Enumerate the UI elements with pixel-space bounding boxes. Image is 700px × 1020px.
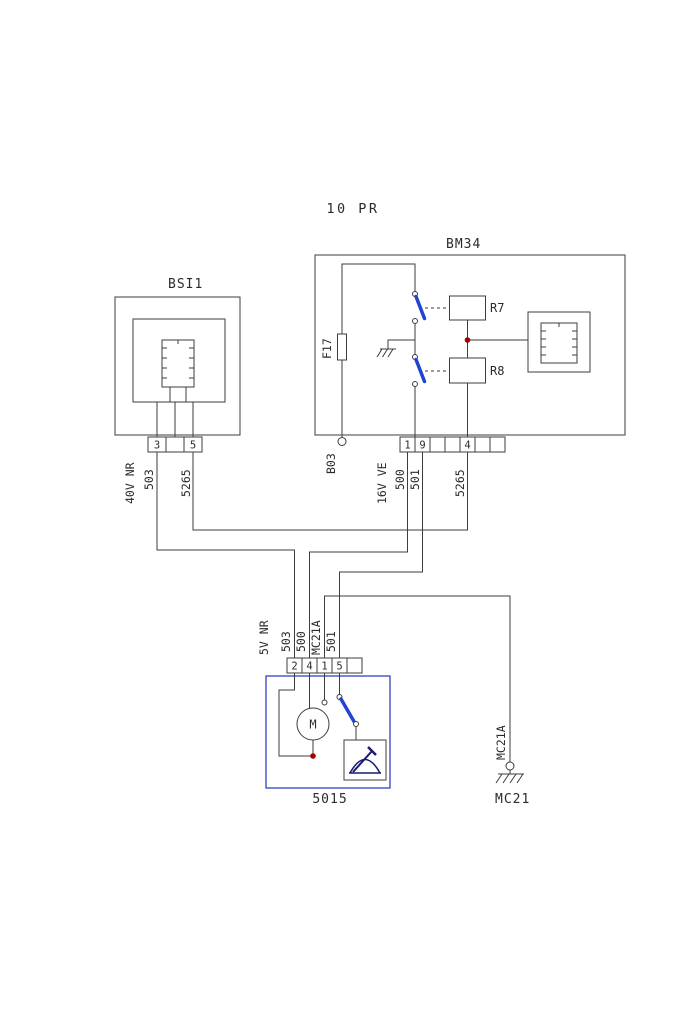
bsi1-inner-box [132,318,226,403]
bm34-title: BM34 [446,237,481,252]
relay-r7-contact [412,291,450,324]
wire-500 [309,452,408,658]
bm34-pin-1: 1 [404,440,410,452]
junction-dot-bm34 [464,337,471,343]
wire-mc21a [324,595,511,762]
bsi1-pin-3: 3 [154,440,160,452]
internal-ground-symbol [376,339,415,358]
ground-title: MC21 [495,792,530,807]
junction-dot-motor [310,753,316,759]
bsi1-pin-leads [156,402,194,437]
fuse-f17: F17 [320,263,416,437]
terminal-b03-label: B03 [324,453,338,474]
wiper-icon [343,739,387,781]
bsi1-wire-503-label: 503 [142,469,156,490]
harness-wires [156,452,511,762]
bm34-outer-box [314,254,626,436]
motor-component-box [265,675,391,789]
motor-wire-spec-label: 5V NR [257,620,271,655]
bm34-unit: BM34 F17 [314,237,626,504]
motor-pin-1: 1 [321,661,327,673]
ground-symbol [495,770,524,784]
motor-pin-2: 2 [291,661,297,673]
terminal-b03: B03 [324,437,347,474]
motor-internals: M [278,673,387,781]
motor-wire-503-label: 503 [279,631,293,652]
ground-wire-label: MC21A [494,725,508,760]
section-label: 10 PR [326,201,379,217]
bm34-wire-501-label: 501 [408,469,422,490]
wire-5265 [192,452,468,531]
bm34-pin-9: 9 [419,440,425,452]
motor-pin-4: 4 [306,661,312,673]
bsi1-connector: 3 5 [147,436,203,453]
ground-terminal-circle [505,761,515,771]
bsi1-chip-icon [161,339,195,402]
motor-wire-501-label: 501 [324,631,338,652]
wiper-motor-unit: 5V NR 503 500 MC21A 501 2 4 1 5 M [257,620,391,807]
wire-503 [156,452,295,658]
motor-pin-5: 5 [336,661,342,673]
bsi1-pin-5: 5 [190,440,196,452]
bm34-connector: 1 9 4 [399,436,506,453]
wire-501 [339,452,423,658]
relay-r8-coil [449,357,486,384]
bsi1-outer-box [114,296,241,436]
bm34-wire-500-label: 500 [393,469,407,490]
relay-r8-contact [412,354,450,387]
bsi1-wire-5265-label: 5265 [179,469,193,497]
ground-mc21: MC21A MC21 [494,725,530,807]
motor-wire-mc21a-label: MC21A [309,620,323,655]
motor-title: 5015 [312,792,347,807]
bsi1-unit: BSI1 3 5 40 [114,277,241,504]
park-switch-blade [339,697,356,724]
relay-r7-blade [414,294,427,321]
relay-r8-label: R8 [490,364,504,378]
bsi1-title: BSI1 [168,277,203,292]
bm34-ic-module [527,311,591,373]
motor-wire-500-label: 500 [294,631,308,652]
bm34-wire-5265-label: 5265 [453,469,467,497]
relay-r7-coil [449,295,486,321]
bsi1-wire-spec-label: 40V NR [123,462,137,504]
fuse-f17-symbol [337,333,347,361]
relay-r8-blade [414,357,427,384]
bm34-pin-4: 4 [464,440,470,452]
bm34-wire-spec-label: 16V VE [375,462,389,504]
bm34-chip-icon [540,322,578,364]
relay-r7-label: R7 [490,301,504,315]
motor-connector: 2 4 1 5 [286,657,363,674]
motor-symbol-letter: M [309,718,316,732]
fuse-f17-label: F17 [320,338,334,359]
